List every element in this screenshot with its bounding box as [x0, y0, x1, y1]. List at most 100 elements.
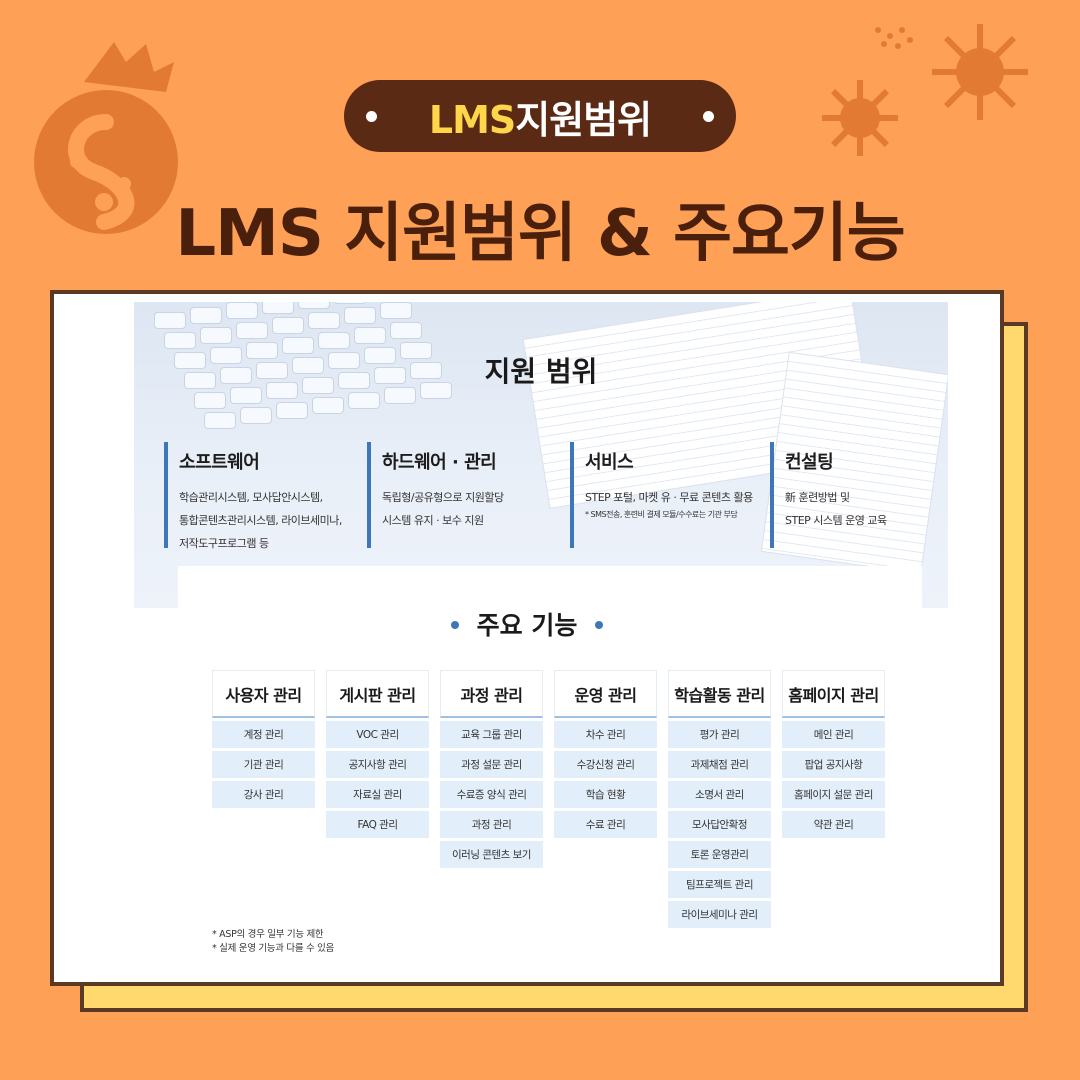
keyboard-key	[374, 367, 406, 384]
keyboard-key	[410, 362, 442, 379]
support-software: 소프트웨어 학습관리시스템, 모사답안시스템, 통합콘텐츠관리시스템, 라이브세…	[164, 442, 360, 550]
support-desc: STEP 포털, 마켓 유 · 무료 콘텐츠 활용 * SMS전송, 훈련비 결…	[585, 486, 766, 521]
feature-item: 기관 관리	[212, 751, 315, 778]
feature-item: 토론 운영관리	[668, 841, 771, 868]
keyboard-key	[328, 352, 360, 369]
support-heading: 하드웨어 · 관리	[382, 452, 497, 473]
support-title: 지원 범위	[484, 355, 598, 388]
badge-label: LMS지원범위	[428, 97, 652, 142]
keyboard-key	[164, 332, 196, 349]
banner-cutout	[178, 566, 922, 608]
keyboard-key	[266, 382, 298, 399]
keyboard-key	[344, 307, 376, 324]
feature-item: 계정 관리	[212, 721, 315, 748]
keyboard-key	[272, 317, 304, 334]
feature-item: 팝업 공지사항	[782, 751, 885, 778]
germ-flask-icon	[34, 42, 178, 234]
feature-item: VOC 관리	[326, 721, 429, 748]
feature-item: 강사 관리	[212, 781, 315, 808]
feature-item: 홈페이지 설문 관리	[782, 781, 885, 808]
keyboard-key	[312, 397, 344, 414]
keyboard-key	[246, 342, 278, 359]
keyboard-key	[230, 387, 262, 404]
keyboard-key	[256, 362, 288, 379]
bullet-dot-right	[595, 621, 604, 629]
features-title: 주요 기능	[54, 606, 1000, 642]
feature-item: 과정 관리	[440, 811, 543, 838]
support-banner: 지원 범위 소프트웨어 학습관리시스템, 모사답안시스템, 통합콘텐츠관리시스템…	[134, 302, 948, 608]
feature-item: 자료실 관리	[326, 781, 429, 808]
feature-column-header: 과정 관리	[440, 670, 543, 718]
support-heading: 소프트웨어	[179, 452, 260, 473]
support-consulting: 컨설팅 新 훈련방법 및 STEP 시스템 운영 교육	[770, 442, 948, 548]
keyboard-key	[308, 312, 340, 329]
keyboard-key	[194, 392, 226, 409]
keyboard-key	[262, 302, 294, 314]
support-service: 서비스 STEP 포털, 마켓 유 · 무료 콘텐츠 활용 * SMS전송, 훈…	[570, 442, 766, 548]
keyboard-key	[338, 372, 370, 389]
feature-item: 팀프로젝트 관리	[668, 871, 771, 898]
keyboard-key	[282, 337, 314, 354]
keyboard-key	[364, 347, 396, 364]
badge-dot-right	[703, 111, 714, 122]
footnotes: * ASP의 경우 일부 기능 제한 * 실제 운영 기능과 다를 수 있음	[212, 928, 334, 956]
keyboard-key	[292, 357, 324, 374]
feature-item: 수료 관리	[554, 811, 657, 838]
feature-column-header: 게시판 관리	[326, 670, 429, 718]
keyboard-key	[318, 332, 350, 349]
footnote: * ASP의 경우 일부 기능 제한	[212, 929, 324, 940]
virus-icon	[822, 24, 1028, 156]
keyboard-key	[348, 392, 380, 409]
keyboard-key	[154, 312, 186, 329]
feature-item: 약관 관리	[782, 811, 885, 838]
feature-item: 수강신청 관리	[554, 751, 657, 778]
feature-item: 과제채점 관리	[668, 751, 771, 778]
keyboard-key	[302, 377, 334, 394]
feature-item: 교육 그룹 관리	[440, 721, 543, 748]
feature-column-header: 운영 관리	[554, 670, 657, 718]
keyboard-key	[174, 352, 206, 369]
feature-item: FAQ 관리	[326, 811, 429, 838]
feature-item: 차수 관리	[554, 721, 657, 748]
keyboard-key	[334, 302, 366, 304]
feature-item: 과정 설문 관리	[440, 751, 543, 778]
keyboard-key	[184, 372, 216, 389]
badge-dot-left	[366, 111, 377, 122]
support-hardware: 하드웨어 · 관리 독립형/공유형으로 지원할당 시스템 유지 · 보수 지원	[367, 442, 563, 548]
support-heading: 컨설팅	[785, 452, 834, 473]
page-title: LMS 지원범위 & 주요기능	[175, 197, 905, 271]
feature-item: 소명서 관리	[668, 781, 771, 808]
keyboard-key	[220, 367, 252, 384]
feature-column-header: 사용자 관리	[212, 670, 315, 718]
keyboard-key	[226, 302, 258, 319]
info-card: 지원 범위 소프트웨어 학습관리시스템, 모사답안시스템, 통합콘텐츠관리시스템…	[50, 290, 1004, 986]
bullet-dot-left	[450, 621, 459, 629]
keyboard-key	[204, 412, 236, 429]
support-heading: 서비스	[585, 452, 634, 473]
support-desc: 독립형/공유형으로 지원할당 시스템 유지 · 보수 지원	[382, 491, 504, 527]
keyboard-key	[190, 307, 222, 324]
feature-item: 평가 관리	[668, 721, 771, 748]
keyboard-key	[390, 322, 422, 339]
support-note: * SMS전송, 훈련비 결제 모듈/수수료는 기관 부담	[585, 510, 738, 519]
support-desc: 新 훈련방법 및 STEP 시스템 운영 교육	[785, 491, 887, 527]
feature-column-header: 홈페이지 관리	[782, 670, 885, 718]
feature-item: 메인 관리	[782, 721, 885, 748]
feature-item: 학습 현황	[554, 781, 657, 808]
feature-item: 수료증 양식 관리	[440, 781, 543, 808]
keyboard-key	[298, 302, 330, 309]
keyboard-key	[200, 327, 232, 344]
keyboard-key	[420, 382, 452, 399]
keyboard-key	[384, 387, 416, 404]
keyboard-key	[236, 322, 268, 339]
keyboard-key	[400, 342, 432, 359]
feature-item: 공지사항 관리	[326, 751, 429, 778]
support-desc: 학습관리시스템, 모사답안시스템, 통합콘텐츠관리시스템, 라이브세미나, 저작…	[179, 491, 342, 550]
keyboard-key	[240, 407, 272, 424]
